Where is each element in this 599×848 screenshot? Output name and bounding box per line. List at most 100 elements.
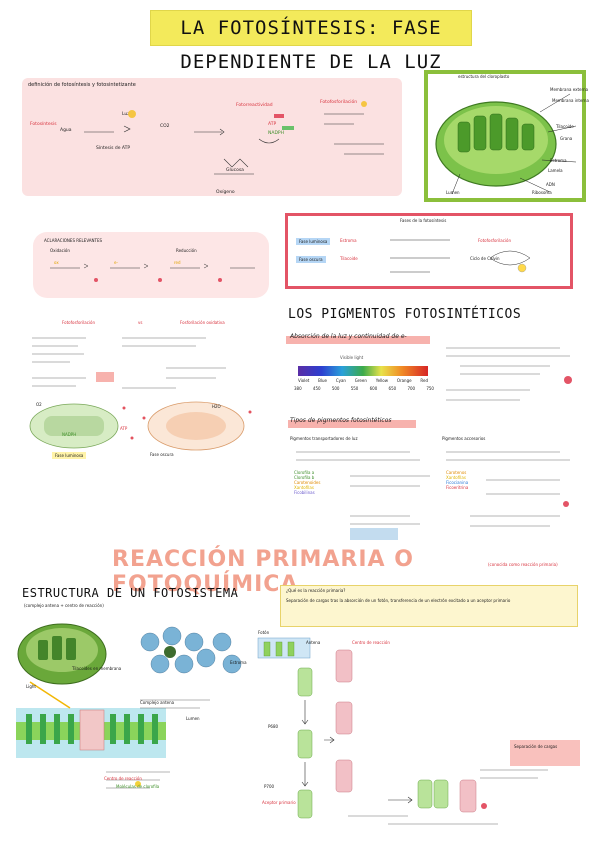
label-nadph: NADPH — [268, 131, 285, 136]
chloroplast-title: estructura del cloroplasto — [458, 74, 510, 79]
step-centro: Centro de reacción — [352, 640, 390, 645]
page-title-box: La fotosíntesis: fase dependiente de la … — [150, 10, 472, 73]
pigments-subheading-bar — [286, 336, 430, 344]
label-oxigeno: Oxígeno — [216, 190, 235, 195]
question-text: Separación de cargas tras la absorción d… — [286, 598, 511, 603]
photosystem-heading: estructura de un fotosistema — [22, 586, 239, 600]
chloro-label-ribosoma: Ribosoma — [532, 190, 552, 195]
question-title: ¿Qué es la reacción primaria? — [286, 588, 346, 593]
phase-label-luminosa: Fase luminosa — [52, 452, 87, 459]
pigment-types-sketch — [296, 451, 570, 540]
col2-item: Carotenos — [446, 470, 467, 475]
chloro-label-membrana-externa: Membrana externa — [550, 87, 589, 92]
svg-text:red: red — [174, 260, 181, 265]
chloroplast-illustration — [435, 93, 577, 195]
vs-notes-sketch — [32, 337, 226, 389]
fases-item-tilacoide: Tilacoide — [340, 256, 358, 261]
phase-label-o2: O2 — [36, 402, 42, 407]
cell-diagrams — [29, 401, 252, 451]
spectrum-title: Visible light — [340, 355, 364, 360]
aclaraciones-box — [33, 232, 269, 298]
spectrum-green: Green — [354, 378, 367, 383]
chloro-label-lumen: Lumen — [446, 190, 460, 195]
spectrum-violet: Violet — [298, 378, 310, 383]
absorption-notes — [446, 347, 572, 401]
tick-600: 600 — [369, 386, 378, 391]
page-title: La fotosíntesis: fase dependiente de la … — [180, 17, 442, 73]
label-fotorreactividad: Fotorreactividad — [236, 103, 273, 108]
spectrum-ticks: 380 450 500 550 600 650 700 750 — [294, 386, 434, 391]
spectrum-yellow: Yellow — [375, 378, 389, 383]
tick-450: 450 — [312, 386, 321, 391]
col2-list: Carotenos Xantofilas Ficocianina Ficoeri… — [446, 470, 468, 490]
svg-text:ox: ox — [54, 260, 59, 265]
aclaraciones-reduccion: Reducción — [176, 248, 197, 253]
spectrum-cyan: Cyan — [335, 378, 346, 383]
step-p680: P680 — [268, 724, 279, 729]
phase-label-oscura: Fase oscura — [150, 452, 174, 457]
label-fotofosforilacion: Fotofosforilación — [320, 100, 358, 105]
types-heading-bar — [288, 420, 416, 428]
phase-label-nadph: NADPH — [62, 432, 77, 437]
spectrum-color-names: Violet Blue Cyan Green Yellow Orange Red — [298, 378, 428, 383]
fases-item-luminosa: Fase luminosa — [296, 238, 331, 245]
tick-650: 650 — [388, 386, 397, 391]
fases-item-fotofosforilacion: Fotofosforilación — [478, 238, 512, 243]
vs-right: Fosforilación oxidativa — [180, 320, 225, 325]
photosystem-subheading: (complejo antena + centro de reacción) — [24, 603, 104, 608]
fases-item-oscura: Fase oscura — [296, 256, 326, 263]
fases-frame — [285, 213, 573, 289]
tick-700: 700 — [407, 386, 416, 391]
col2-item: Ficoeritrina — [446, 485, 469, 490]
col1-item: Carotenoides — [294, 480, 321, 485]
label-sintesis-atp: Síntesis de ATP — [96, 146, 131, 151]
vs-mid: vs — [138, 320, 143, 325]
col2-title: Pigmentos accesorios — [442, 436, 486, 441]
tick-550: 550 — [350, 386, 359, 391]
label-atp: ATP — [268, 122, 277, 127]
col1-list: Clorofila a Clorofila b Carotenoides Xan… — [294, 470, 320, 495]
step-foton: Fotón — [258, 630, 270, 635]
chloro-label-grana: Grana — [560, 136, 573, 141]
spectrum-blue: Blue — [318, 378, 328, 383]
step-aceptor: Aceptor primario — [262, 800, 296, 805]
col2-item: Xantofilas — [446, 475, 466, 480]
definition-line: definición de fotosíntesis y fotosinteti… — [28, 82, 136, 88]
fases-sketch — [390, 239, 531, 273]
label-glucosa: Glucosa — [226, 168, 244, 173]
definition-sketches — [84, 101, 384, 175]
fases-item-calvin: Ciclo de Calvin — [470, 256, 500, 261]
ps-label-complejo-antena: Complejo antena — [140, 700, 175, 705]
step-p700: P700 — [264, 784, 275, 789]
fases-item-estroma: Estroma — [340, 238, 357, 243]
primary-reaction-banner: Reacción primaria o fotoquímica — [112, 547, 414, 597]
ps-label-estroma: Estroma — [230, 660, 247, 665]
pigments-heading: los pigmentos fotosintéticos — [288, 307, 522, 322]
svg-text:e-: e- — [114, 260, 118, 265]
step-separacion: Separación de cargas — [514, 744, 558, 749]
ps-label-centro-reaccion: Centro de reacción — [104, 776, 142, 781]
label-fotosintesis: Fotosíntesis — [30, 122, 57, 127]
col1-item: Ficobilinas — [294, 490, 315, 495]
aclaraciones-title: ACLARACIONES RELEVANTES — [44, 238, 103, 243]
col1-item: Clorofila b — [294, 475, 315, 480]
label-co2: CO2 — [160, 124, 170, 129]
chloro-label-lamela: Lamela — [548, 168, 563, 173]
tick-380: 380 — [294, 386, 302, 391]
chloro-label-tilacoide: Tilacoide — [556, 124, 574, 129]
phase-label-h2o: H2O — [212, 404, 221, 409]
spectrum-orange: Orange — [396, 378, 412, 383]
ps-label-clorofilas: Moléculas de clorofila — [116, 784, 160, 789]
chloro-label-adn: ADN — [546, 182, 555, 187]
spectrum-red: Red — [420, 378, 428, 383]
photosystem-illustration — [16, 623, 242, 789]
visible-spectrum — [298, 366, 428, 376]
vs-left: Fotofosforilación — [62, 320, 96, 325]
ps-label-light: Light — [26, 684, 36, 689]
tick-500: 500 — [331, 386, 340, 391]
chloro-label-membrana-interna: Membrana interna — [552, 98, 589, 103]
fases-title: Fases de la fotosíntesis — [400, 218, 447, 223]
ps-label-lumen: Lumen — [186, 716, 200, 721]
label-luz: Luz — [122, 112, 130, 117]
definition-box — [22, 78, 402, 196]
